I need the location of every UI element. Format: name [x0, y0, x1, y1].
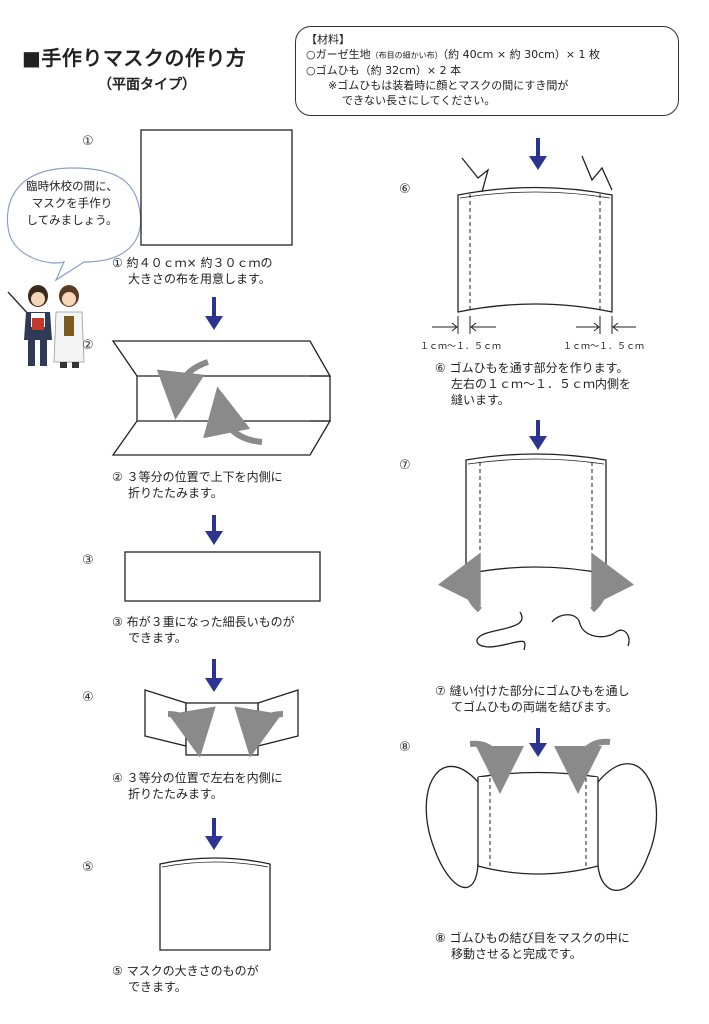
step5-caption-line2: できます。: [128, 980, 187, 994]
materials-heading: 【材料】: [306, 33, 350, 46]
teachers-illustration: [7, 285, 85, 368]
step8-number: ⑧: [399, 740, 411, 755]
gauze-size: （約 40cm × 約 30cm）× 1 枚: [442, 48, 601, 61]
page-subtitle: （平面タイプ）: [98, 77, 196, 93]
bubble-line-1: 臨時休校の間に、: [26, 179, 118, 193]
step5-number: ⑤: [82, 860, 94, 875]
step-arrow-3: [205, 659, 223, 692]
step-arrow-6: [529, 420, 547, 450]
step3-strip: [124, 551, 321, 602]
step4-fold-diagram: [144, 689, 299, 758]
step2-caption: ② ３等分の位置で上下を内側に 折りたたみます。: [112, 469, 283, 501]
speech-bubble-text: 臨時休校の間に、 マスクを手作り してみましょう。: [8, 178, 136, 229]
step7-caption: ⑦ 縫い付けた部分にゴムひもを通し てゴムひもの両端を結びます。: [435, 683, 630, 715]
step6-number: ⑥: [399, 182, 411, 197]
bubble-line-2: マスクを手作り: [31, 196, 113, 210]
materials-box: 【材料】 ○ガーゼ生地（布目の細かい布）（約 40cm × 約 30cm）× 1…: [295, 26, 679, 116]
step-arrow-4: [205, 818, 223, 850]
step6-dim-right: １ｃｍ～１．５ｃｍ: [563, 342, 645, 352]
step6-caption-line2: 左右の１ｃｍ～１．５ｃｍ内側を: [451, 377, 632, 391]
step1-caption-line2: 大きさの布を用意します。: [128, 272, 271, 286]
step3-caption-line2: できます。: [128, 631, 187, 645]
step7-number: ⑦: [399, 458, 411, 473]
gauze-label: ○ガーゼ生地: [306, 48, 371, 61]
step3-caption-line1: ③ 布が３重になった細長いものが: [112, 615, 295, 629]
step3-caption: ③ 布が３重になった細長いものが できます。: [112, 614, 295, 646]
step6-dim-left: １ｃｍ～１．５ｃｍ: [420, 342, 502, 352]
step8-caption: ⑧ ゴムひもの結び目をマスクの中に 移動させると完成です。: [435, 930, 630, 962]
materials-item-gauze: ○ガーゼ生地（布目の細かい布）（約 40cm × 約 30cm）× 1 枚: [306, 47, 668, 63]
step1-cloth: [140, 129, 293, 246]
step1-caption: ① 約４０ｃｍ× 約３０ｃｍの 大きさの布を用意します。: [112, 255, 272, 287]
step4-number: ④: [82, 690, 94, 705]
step4-caption-line2: 折りたたみます。: [128, 787, 223, 801]
materials-note-line2: できない長さにしてください。: [342, 94, 496, 107]
step4-caption: ④ ３等分の位置で左右を内側に 折りたたみます。: [112, 770, 283, 802]
step5-caption: ⑤ マスクの大きさのものが できます。: [112, 963, 259, 995]
step5-caption-line1: ⑤ マスクの大きさのものが: [112, 964, 259, 978]
step2-caption-line2: 折りたたみます。: [128, 486, 223, 500]
step1-number: ①: [82, 134, 94, 149]
step3-number: ③: [82, 553, 94, 568]
page-title: ■手作りマスクの作り方: [22, 46, 247, 70]
step5-mask-shape: [159, 857, 271, 951]
step6-caption-line3: 縫います。: [451, 393, 510, 407]
speech-bubble: [6, 167, 142, 282]
materials-item-elastic: ○ゴムひも（約 32cm）× 2 本: [306, 64, 462, 77]
gauze-note: （布目の細かい布）: [370, 51, 443, 60]
step6-sewing-diagram: [432, 155, 636, 334]
step-arrow-5: [529, 138, 547, 170]
step2-caption-line1: ② ３等分の位置で上下を内側に: [112, 470, 283, 484]
step-arrow-2: [205, 515, 223, 545]
step2-number: ②: [82, 338, 94, 353]
step7-caption-line1: ⑦ 縫い付けた部分にゴムひもを通し: [435, 684, 630, 698]
step7-caption-line2: てゴムひもの両端を結びます。: [451, 700, 618, 714]
step2-fold-diagram: [111, 340, 332, 456]
step8-finished-mask: [425, 738, 658, 891]
step8-caption-line1: ⑧ ゴムひもの結び目をマスクの中に: [435, 931, 630, 945]
step7-elastic-diagram: [437, 453, 635, 651]
bubble-line-3: してみましょう。: [26, 213, 118, 227]
step-arrow-1: [205, 297, 223, 330]
step-arrow-7: [529, 728, 547, 757]
step1-caption-line1: ① 約４０ｃｍ× 約３０ｃｍの: [112, 256, 273, 270]
step6-caption: ⑥ ゴムひもを通す部分を作ります。 左右の１ｃｍ～１．５ｃｍ内側を 縫います。: [435, 360, 631, 408]
step8-caption-line2: 移動させると完成です。: [451, 947, 582, 961]
step4-caption-line1: ④ ３等分の位置で左右を内側に: [112, 771, 283, 785]
materials-note-line1: ※ゴムひもは装着時に顔とマスクの間にすき間が: [328, 79, 569, 92]
step6-caption-line1: ⑥ ゴムひもを通す部分を作ります。: [435, 361, 629, 375]
